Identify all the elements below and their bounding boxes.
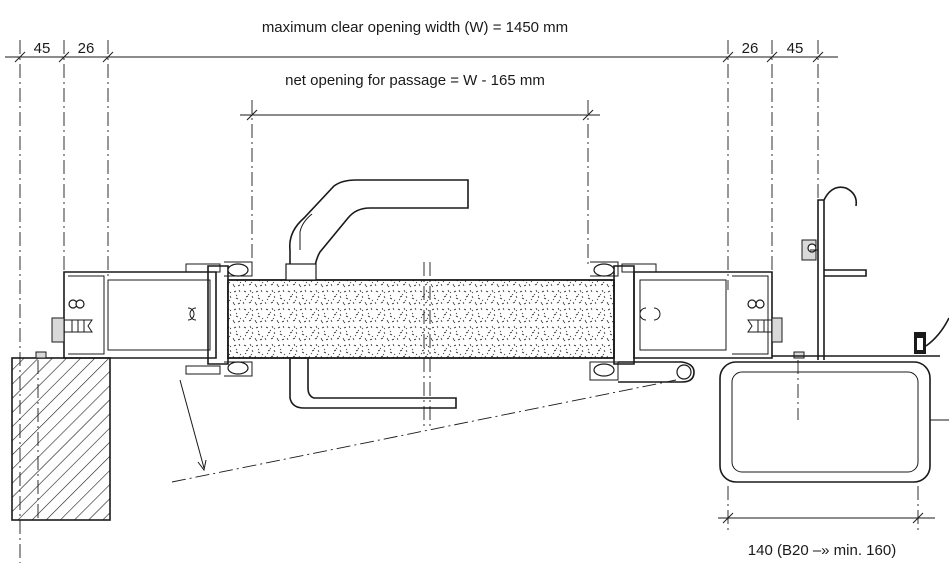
post-width-dim: 140 (B20 –» min. 160) (748, 542, 896, 559)
door-handle (285, 179, 469, 409)
max-opening-label: maximum clear opening width (W) = 1450 m… (262, 19, 568, 36)
right-inner-dim: 26 (742, 40, 759, 57)
right-anchor-bracket (772, 186, 949, 360)
post-dimension (718, 486, 935, 530)
net-opening-dimension (240, 100, 600, 265)
left-wall (11, 357, 111, 521)
right-sash-profile (589, 261, 695, 383)
left-inner-dim: 26 (78, 40, 95, 57)
left-frame-profile (35, 271, 217, 359)
left-outer-dim: 45 (34, 40, 51, 57)
swing-lines (171, 379, 677, 483)
left-sash-profile (185, 261, 253, 377)
right-outer-dim: 45 (787, 40, 804, 57)
door-leaf (227, 262, 615, 430)
steel-post (719, 360, 949, 483)
net-opening-label: net opening for passage = W - 165 mm (285, 72, 545, 89)
right-frame-profile (633, 271, 805, 359)
